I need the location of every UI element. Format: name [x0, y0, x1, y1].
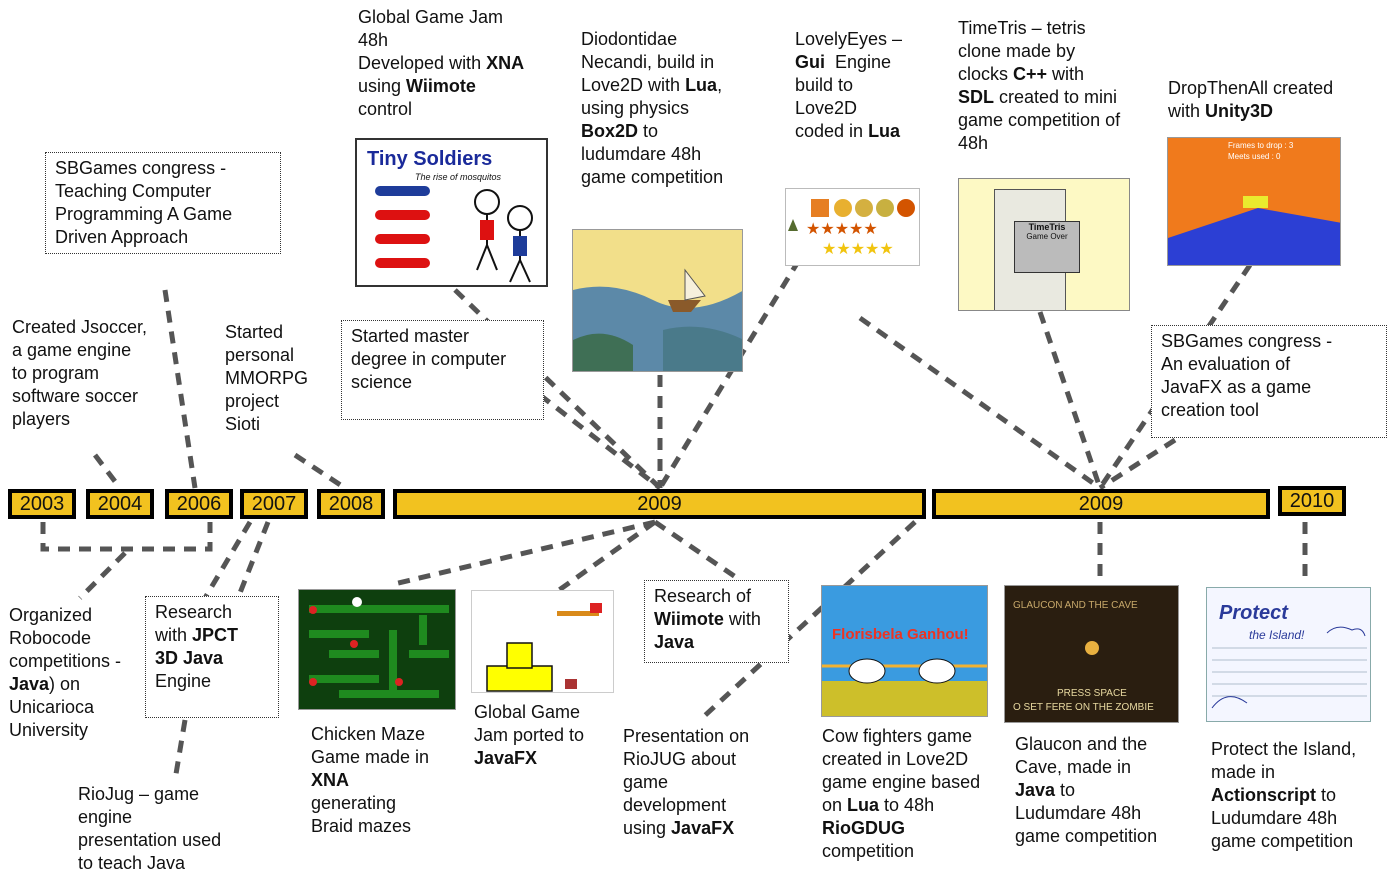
event-dropthenall: DropThenAll created with Unity3D	[1168, 78, 1334, 121]
screenshot-cow-fighters: Florisbela Ganhou!	[821, 585, 988, 717]
screenshot-glaucon: GLAUCON AND THE CAVE PRESS SPACE O SET F…	[1004, 585, 1179, 723]
event-timetris: TimeTris – tetris clone made by clocks C…	[958, 18, 1121, 153]
glaucon-hint: O SET FERE ON THE ZOMBIE	[1013, 702, 1154, 713]
screenshot-lovelyeyes: ★★★★★ ★★★★★	[785, 188, 920, 266]
event-jsoccer: Created Jsoccer, a game engine to progra…	[12, 317, 148, 429]
svg-text:★★★★★: ★★★★★	[822, 241, 894, 258]
year-2009-second: 2009	[932, 489, 1270, 519]
screenshot-diodontidae	[572, 229, 743, 372]
event-lovelyeyes: LovelyEyes – Gui Engine build to Love2D …	[795, 29, 903, 141]
event-ggj-xna: Global Game Jam 48h Developed with XNA u…	[358, 7, 525, 119]
event-diodontidae: Diodontidae Necandi, build in Love2D wit…	[581, 29, 724, 187]
event-wiimote-research: Research of Wiimote with Java	[644, 580, 789, 663]
event-glaucon: Glaucon and the Cave, made in Java to Lu…	[1015, 734, 1158, 846]
event-cow-fighters: Cow fighters game created in Love2D game…	[822, 726, 981, 861]
year-2003: 2003	[8, 489, 76, 519]
event-riojug: RioJug – game engine presentation used t…	[78, 784, 222, 873]
screenshot-dropthenall: Frames to drop : 3 Meets used : 0	[1167, 137, 1341, 266]
tiny-soldiers-title: Tiny Soldiers	[367, 148, 493, 170]
event-ggj-javafx: Global Game Jam ported to JavaFX	[474, 702, 585, 768]
event-sbgames-teaching: SBGames congress - Teaching Computer Pro…	[45, 152, 281, 254]
event-jpct: Research with JPCT 3D Java Engine	[145, 596, 279, 718]
year-2008: 2008	[317, 489, 385, 519]
screenshot-timetris: TimeTris Game Over	[958, 178, 1130, 311]
event-sbgames-javafx: SBGames congress - An evaluation of Java…	[1151, 325, 1387, 438]
svg-text:★★★★★: ★★★★★	[806, 221, 878, 238]
timetris-dialog: TimeTris Game Over	[1014, 221, 1080, 273]
event-protect-island: Protect the Island, made in Actionscript…	[1211, 739, 1357, 851]
event-mmorpg: Started personal MMORPG project Sioti	[225, 322, 308, 434]
screenshot-tiny-soldiers: Tiny Soldiers The rise of mosquitos	[355, 138, 548, 287]
drop-frames-label: Frames to drop : 3	[1228, 141, 1294, 150]
timetris-dialog-text: Game Over	[1026, 232, 1068, 241]
event-robocode: Organized Robocode competitions - Java) …	[9, 605, 122, 740]
event-chicken-maze: Chicken Maze Game made in XNA generating…	[311, 724, 430, 836]
drop-meets-label: Meets used : 0	[1228, 152, 1281, 161]
year-2006: 2006	[165, 489, 233, 519]
glaucon-press-space: PRESS SPACE	[1057, 688, 1127, 699]
event-master-degree: Started master degree in computer scienc…	[341, 320, 544, 420]
island-title: Protect	[1219, 602, 1288, 624]
year-2004: 2004	[86, 489, 154, 519]
screenshot-protect-island: Protect the Island!	[1206, 587, 1371, 722]
year-2010: 2010	[1278, 486, 1346, 516]
year-2009-first: 2009	[393, 489, 926, 519]
timetris-dialog-title: TimeTris	[1028, 222, 1066, 232]
screenshot-ggj-javafx	[471, 590, 614, 693]
screenshot-chicken-maze	[298, 589, 456, 710]
island-subtitle: the Island!	[1249, 628, 1305, 642]
glaucon-title: GLAUCON AND THE CAVE	[1013, 600, 1138, 611]
cow-fighters-title: Florisbela Ganhou!	[832, 626, 969, 643]
tiny-soldiers-subtitle: The rise of mosquitos	[415, 172, 502, 182]
event-presentation-javafx: Presentation on RioJUG about game develo…	[623, 726, 750, 838]
year-2007: 2007	[240, 489, 308, 519]
